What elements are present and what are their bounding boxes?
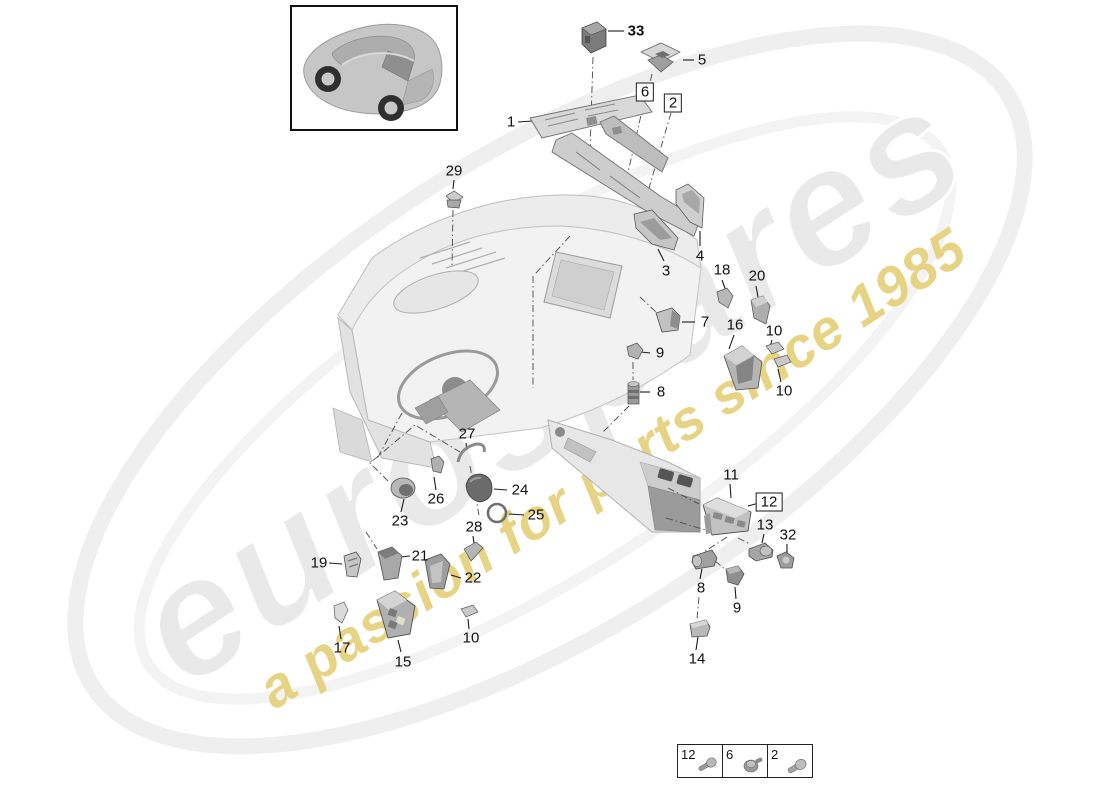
vehicle-thumbnail-box <box>290 5 458 131</box>
callout-26: 26 <box>427 490 445 508</box>
callout-14: 14 <box>688 650 706 668</box>
callout-33: 33 <box>627 22 645 40</box>
part-14-block <box>689 619 711 638</box>
callout-28: 28 <box>465 518 483 536</box>
torx-screw-icon <box>743 757 763 773</box>
legend-qty: 12 <box>681 747 696 762</box>
callout-8-upper: 8 <box>656 383 666 401</box>
callout-12-boxed: 12 <box>755 492 783 512</box>
callout-2-boxed: 2 <box>663 93 683 113</box>
callout-5: 5 <box>697 51 707 69</box>
callout-23: 23 <box>391 512 409 530</box>
part-13-socket <box>748 542 774 562</box>
legend-qty: 2 <box>771 747 779 762</box>
legend-cell-12: 12 <box>678 745 723 777</box>
part-9-knob-lower <box>725 565 745 586</box>
screw-icon <box>698 757 717 771</box>
part-10-clip-c <box>460 604 479 618</box>
part-33-switch <box>581 21 607 54</box>
callout-6-boxed: 6 <box>635 82 655 102</box>
callout-22: 22 <box>464 569 482 587</box>
callout-8-lower: 8 <box>696 579 706 597</box>
callout-9-lower: 9 <box>732 599 742 617</box>
part-11-switch-strip <box>702 497 752 536</box>
bolt-icon <box>787 759 807 774</box>
callout-16: 16 <box>726 316 744 334</box>
callout-1: 1 <box>506 113 516 131</box>
callout-15: 15 <box>394 653 412 671</box>
legend-cell-2: 2 <box>768 745 812 777</box>
vehicle-thumbnail-image <box>303 23 443 121</box>
callout-17: 17 <box>333 639 351 657</box>
watermark-brand-text: eurospares <box>100 47 999 723</box>
callout-4: 4 <box>695 247 705 265</box>
part-5-switch <box>640 42 681 73</box>
callout-19: 19 <box>310 554 328 572</box>
legend-cell-6: 6 <box>723 745 768 777</box>
callout-20: 20 <box>748 267 766 285</box>
callout-11: 11 <box>723 466 739 484</box>
callout-21: 21 <box>411 547 429 565</box>
callout-24: 24 <box>511 481 529 499</box>
callout-27: 27 <box>458 425 476 443</box>
callout-3: 3 <box>661 262 671 280</box>
callout-10-a: 10 <box>765 322 783 340</box>
part-32-nut <box>776 551 795 569</box>
callout-9-upper: 9 <box>655 344 665 362</box>
callout-32: 32 <box>779 526 797 544</box>
legend-qty: 6 <box>726 747 734 762</box>
callout-25: 25 <box>527 506 545 524</box>
callout-18: 18 <box>713 261 731 279</box>
callout-13: 13 <box>756 516 774 534</box>
callout-7: 7 <box>700 313 710 331</box>
callout-29: 29 <box>445 162 463 180</box>
fastener-legend: 12 6 2 <box>677 744 813 778</box>
callout-10-b: 10 <box>775 382 793 400</box>
callout-10-c: 10 <box>462 629 480 647</box>
part-29-clip <box>445 190 464 209</box>
part-8-socket-lower <box>691 549 718 570</box>
